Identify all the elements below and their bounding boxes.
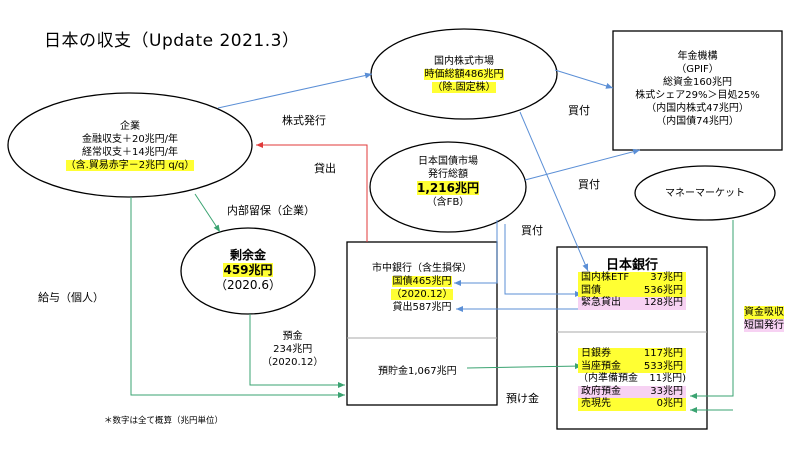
boj-row-name: 緊急貸出 <box>581 297 621 308</box>
boj-row-value: 533兆円 <box>643 360 683 372</box>
boj-row-value: 536兆円 <box>643 284 683 296</box>
footnote: ＊数字は全て概算（兆円単位） <box>104 416 224 426</box>
label-buy-jgb-gpif: 買付 <box>578 178 600 191</box>
surplus-amount: 459兆円 <box>223 263 273 277</box>
boj-assets: 国内株ETF 37兆円国債 536兆円緊急貸出 128兆円 <box>578 272 686 310</box>
gpif-equity-share: 株式シェア29%＞目処25% <box>635 90 760 101</box>
arrow-stock-to-gpif <box>554 69 614 89</box>
commercial-banks-node: 市中銀行（含生損保） 国債465兆円 （2020.12） 貸出587兆円 <box>352 262 492 314</box>
boj-row-value: 0兆円 <box>656 398 683 409</box>
commercial-banks-heading: 市中銀行（含生損保） <box>372 263 472 274</box>
stock-market-cap: 時価総額486兆円 <box>424 69 504 80</box>
arrow-money-market-to-boj <box>690 220 734 399</box>
boj-row-name: （内準備預金 <box>578 373 638 384</box>
label-lending: 貸出 <box>314 162 336 175</box>
surplus-node: 剰余金 459兆円 （2020.6） <box>193 248 303 293</box>
commercial-banks-date: （2020.12） <box>391 289 453 300</box>
boj-row: 当座預金 533兆円 <box>578 360 686 373</box>
arrow-jgb-to-gpif <box>524 148 641 181</box>
boj-row-value: 117兆円 <box>643 348 683 359</box>
boj-row-name: 売現先 <box>581 398 611 409</box>
arrow-lending <box>256 142 368 242</box>
jgb-market-issued-total: 1,216兆円 <box>417 181 479 195</box>
arrow-stock-issue <box>217 72 373 109</box>
label-buy-jgb-boj: 買付 <box>521 224 543 237</box>
arrow-wages <box>130 197 345 398</box>
label-wages: 給与（個人） <box>38 291 104 304</box>
gpif-box <box>612 30 783 151</box>
money-market-ellipse <box>634 165 776 221</box>
boj-row: 国内株ETF 37兆円 <box>578 272 686 285</box>
gpif-name: 年金機構 <box>677 51 718 62</box>
corporate-trade-deficit: （含.貿易赤字－2兆円 q/q） <box>65 160 195 171</box>
label-absorb-2: 短国発行 <box>744 319 784 332</box>
label-buy-stock: 買付 <box>568 104 590 117</box>
corporate-heading: 企業 <box>120 121 140 132</box>
boj-row: （内準備預金 11兆円) <box>578 373 686 386</box>
gpif-abbr: （GPIF） <box>676 64 719 75</box>
arrow-jgb-to-boj <box>504 224 582 297</box>
jgb-market-issued-label: 発行総額 <box>428 169 468 180</box>
boj-row: 国債 536兆円 <box>578 284 686 297</box>
arrow-bank-deposit-to-boj <box>466 363 583 370</box>
jgb-market-note: （含FB） <box>426 197 470 208</box>
stock-market-node: 国内株式市場 時価総額486兆円 （除.固定株） <box>394 55 534 94</box>
arrow-jgb-to-banks <box>454 220 498 286</box>
arrow-retained <box>194 193 221 233</box>
label-absorb: 資金吸収 短国発行 <box>744 306 784 332</box>
surplus-heading: 剰余金 <box>229 248 266 262</box>
commercial-banks-box <box>346 241 498 406</box>
boj-row-value: 128兆円 <box>643 297 683 308</box>
label-absorb-1: 資金吸収 <box>744 306 784 319</box>
arrow-stock-to-boj <box>519 111 589 272</box>
money-market-label: マネーマーケット <box>665 188 745 199</box>
boj-row: 緊急貸出 128兆円 <box>578 297 686 310</box>
page-title: 日本の収支（Update 2021.3） <box>44 31 300 51</box>
boj-row-value: 11兆円) <box>649 373 686 384</box>
boj-row: 日銀券 117兆円 <box>578 348 686 361</box>
label-deposit-date: （2020.12） <box>262 357 324 368</box>
label-deposit: 預金 234兆円 （2020.12） <box>262 330 323 369</box>
label-retained: 内部留保（企業） <box>227 204 315 217</box>
gpif-domestic-stocks: （内国内株式47兆円） <box>646 103 749 114</box>
commercial-banks-jgb: 国債465兆円 <box>392 276 452 287</box>
label-deposit-amount: 234兆円 <box>273 344 313 355</box>
label-stock-issue: 株式発行 <box>282 114 326 127</box>
boj-row-name: 国債 <box>581 284 601 296</box>
stock-market-note: （除.固定株） <box>432 82 496 93</box>
boj-row: 政府預金 33兆円 <box>578 385 686 398</box>
commercial-banks-lending: 貸出587兆円 <box>392 302 452 313</box>
jgb-market-heading: 日本国債市場 <box>418 156 478 167</box>
arrow-deposit <box>249 314 345 388</box>
gpif-jgb: （内国債74兆円） <box>656 116 739 127</box>
commercial-banks-deposits: 預貯金1,067兆円 <box>378 366 457 377</box>
boj-row-name: 当座預金 <box>581 360 621 372</box>
gpif-node: 年金機構 （GPIF） 総資金160兆円 株式シェア29%＞目処25% （内国内… <box>613 50 782 128</box>
gpif-total-funds: 総資金160兆円 <box>662 77 733 88</box>
corporate-ellipse <box>7 92 253 198</box>
corporate-node: 企業 金融収支＋20兆円/年 経常収支＋14兆円/年 （含.貿易赤字－2兆円 q… <box>35 120 225 172</box>
boj-row-name: 政府預金 <box>581 385 621 397</box>
label-deposit-head: 預金 <box>282 331 303 342</box>
boj-row: 売現先 0兆円 <box>578 398 686 411</box>
label-deposited: 預け金 <box>506 392 539 405</box>
boj-row-name: 日銀券 <box>581 348 611 359</box>
surplus-date: （2020.6） <box>215 278 281 292</box>
boj-row-value: 37兆円 <box>650 272 683 283</box>
boj-row-value: 33兆円 <box>650 385 683 397</box>
boj-title: 日本銀行 <box>605 258 658 273</box>
corporate-financial-balance: 金融収支＋20兆円/年 <box>81 134 179 145</box>
jgb-market-node: 日本国債市場 発行総額 1,216兆円 （含FB） <box>378 155 518 209</box>
stock-market-heading: 国内株式市場 <box>434 56 494 67</box>
boj-row-name: 国内株ETF <box>581 272 630 283</box>
boj-liabilities: 日銀券 117兆円当座預金 533兆円 （内準備預金 11兆円) 政府預金 33兆円売現先 0… <box>578 348 686 411</box>
corporate-current-balance: 経常収支＋14兆円/年 <box>81 147 179 158</box>
